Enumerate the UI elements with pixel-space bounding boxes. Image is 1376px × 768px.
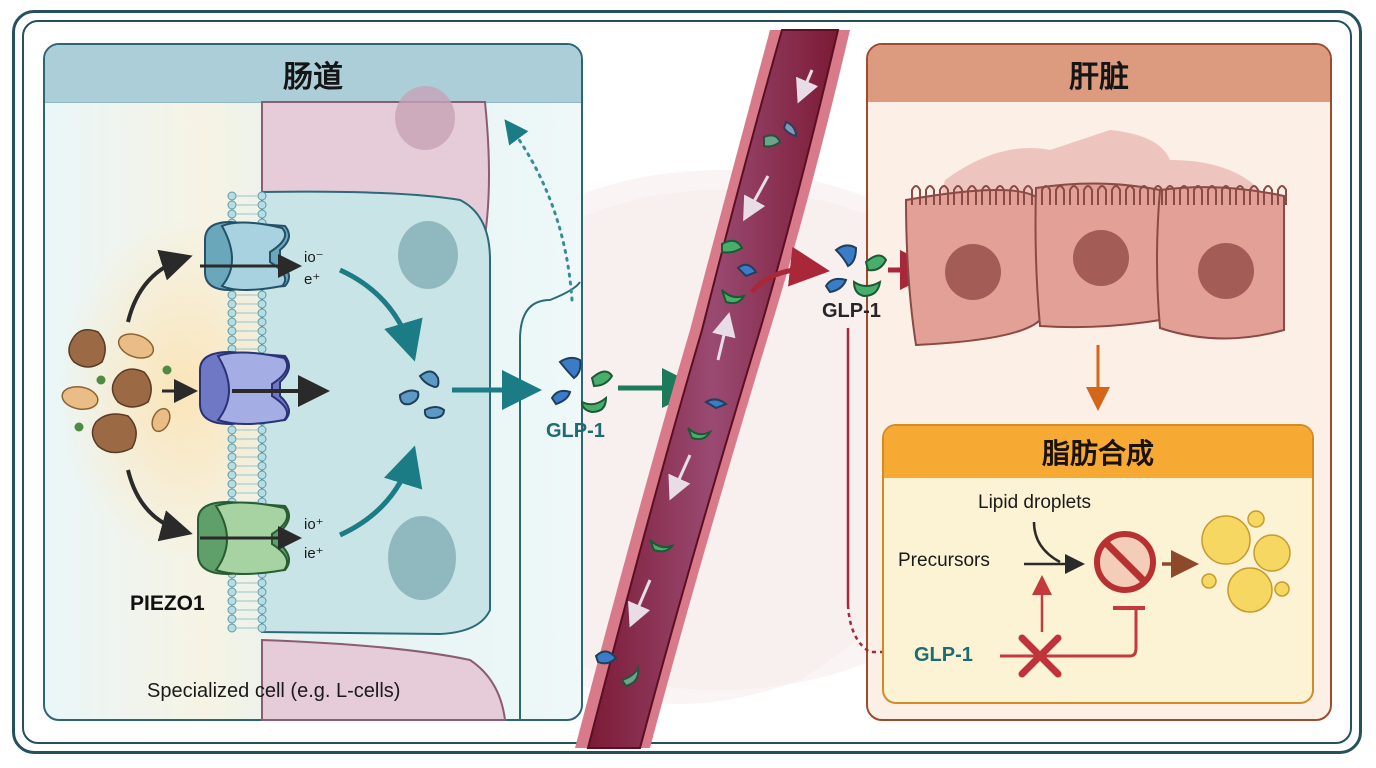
ion-label-top-2: e⁺ (304, 271, 321, 288)
ion-label-bottom-2: ie⁺ (304, 545, 324, 562)
flow-arrows (628, 69, 819, 628)
glp1-label-gut: GLP-1 (546, 420, 605, 442)
glp1-dashed-connector (846, 604, 907, 662)
lipogenesis-title: 脂肪合成 (1041, 437, 1154, 470)
glp1-vesicles-intracellular (398, 370, 446, 420)
glp1-cluster-gut (550, 356, 614, 414)
basolateral-membrane (519, 281, 581, 720)
ion-channel-top (204, 220, 290, 292)
nutrient-particles (61, 329, 172, 454)
glp1-cluster-liver (824, 244, 888, 298)
precursors-label: Precursors (898, 550, 990, 571)
liver-panel-title: 肝脏 (1069, 59, 1129, 95)
prohibition-icon (1094, 531, 1156, 593)
dotted-feedback-arrow (504, 119, 574, 302)
blood-to-liver-arrow (750, 246, 830, 294)
ion-label-top-1: io⁻ (304, 249, 324, 266)
lipid-droplets-curve (1032, 521, 1061, 564)
neighbor-cell-bottom (261, 638, 507, 721)
glp1-molecules-in-blood (594, 120, 798, 688)
lipogenesis-header: 脂肪合成 (884, 426, 1312, 478)
lipid-droplets (1201, 510, 1291, 613)
signal-arrow-top (338, 267, 423, 362)
piezo1-channel-middle (199, 350, 290, 426)
l-cell-nucleus-top (398, 221, 458, 289)
glp1-label-liver: GLP-1 (822, 300, 881, 322)
glp1-inhibit-line (1000, 610, 1138, 658)
glp1-label-lipogenesis: GLP-1 (914, 644, 973, 666)
piezo1-label: PIEZO1 (130, 592, 205, 615)
inner-frame (22, 20, 1352, 744)
hepatocyte-microvilli (911, 185, 1287, 205)
liver-panel-header: 肝脏 (868, 45, 1330, 102)
x-mark-icon (1018, 634, 1062, 678)
nutrient-to-top-channel-arrow (126, 249, 193, 323)
hepatocytes (904, 130, 1285, 347)
ion-label-bottom-1: io⁺ (304, 516, 324, 533)
neighbor-cell-top-nucleus (395, 86, 455, 150)
l-cell-nucleus-bottom (388, 516, 456, 600)
nutrient-to-bottom-channel-arrow (126, 469, 193, 542)
gut-panel-title: 肠道 (283, 59, 343, 95)
signal-arrow-bottom (338, 445, 423, 538)
outer-frame (12, 10, 1362, 754)
lipid-droplets-label: Lipid droplets (978, 492, 1092, 513)
cell-caption: Specialized cell (e.g. L-cells) (147, 680, 401, 702)
